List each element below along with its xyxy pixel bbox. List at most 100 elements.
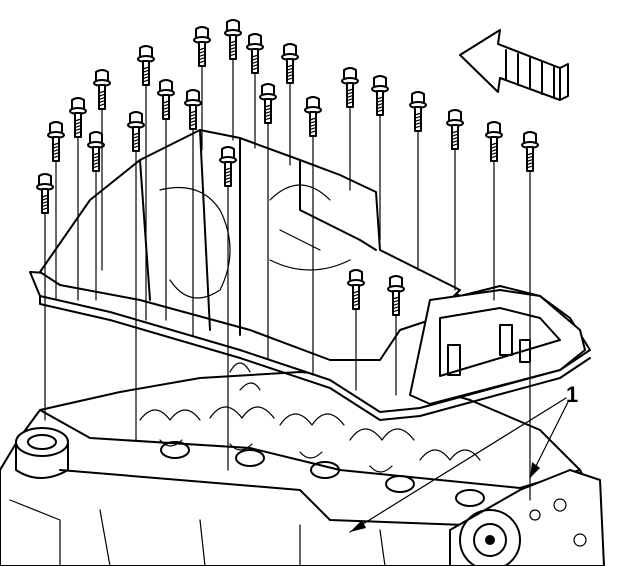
- bolt-thread: [376, 102, 384, 107]
- bolt-thread: [264, 117, 272, 121]
- bolt-thread: [162, 100, 170, 104]
- bolt-thread: [451, 140, 459, 144]
- bolt: [193, 26, 211, 151]
- bolt-thread: [189, 116, 197, 121]
- bolt-thread: [142, 72, 150, 77]
- bolt-thread: [142, 66, 150, 70]
- bolt-thread: [346, 88, 354, 92]
- bolt-thread: [224, 177, 232, 181]
- bolt-thread: [352, 300, 360, 304]
- bolt-thread: [309, 123, 317, 128]
- bolt: [47, 121, 65, 301]
- bolt-thread: [352, 290, 360, 294]
- bolt-thread: [132, 138, 140, 142]
- bolt-thread: [392, 296, 400, 300]
- bolt: [485, 121, 503, 301]
- bolt-thread: [98, 99, 106, 104]
- bolt-thread: [92, 158, 100, 162]
- bolt-thread: [229, 46, 237, 51]
- bolt-thread: [376, 105, 384, 110]
- bolt: [304, 96, 322, 376]
- callout-label-1: 1: [566, 382, 578, 407]
- bolt-thread: [92, 162, 100, 166]
- bolt-thread: [132, 145, 140, 149]
- bolt: [521, 131, 539, 501]
- bolt-thread: [451, 133, 459, 137]
- bolt-thread: [490, 142, 498, 146]
- bolt-thread: [286, 73, 294, 78]
- bolt-thread: [92, 165, 100, 169]
- bolt-thread: [526, 158, 534, 162]
- bolt-thread: [376, 99, 384, 103]
- bolt-thread: [162, 106, 170, 111]
- bolt-thread: [224, 170, 232, 174]
- bolt-thread: [376, 109, 384, 113]
- bolt-thread: [229, 40, 237, 44]
- bolt-thread: [286, 70, 294, 75]
- bolt-thread: [198, 53, 206, 58]
- bolt-thread: [41, 207, 49, 211]
- bolt-thread: [490, 152, 498, 156]
- bolt-thread: [414, 115, 422, 119]
- bolt: [219, 146, 237, 471]
- bolt-thread: [224, 167, 232, 171]
- bolt-thread: [52, 145, 60, 149]
- bolt-thread: [74, 121, 82, 125]
- bolt-thread: [98, 96, 106, 101]
- bolt-thread: [198, 60, 206, 64]
- bolt-thread: [92, 155, 100, 159]
- bolt-thread: [286, 67, 294, 71]
- bolt-thread: [264, 110, 272, 115]
- bolt-thread: [392, 306, 400, 310]
- bolt: [184, 89, 202, 336]
- bolt-thread: [189, 113, 197, 117]
- bolt-thread: [309, 126, 317, 131]
- cam-sprocket-end: [449, 469, 605, 566]
- bolt-thread: [451, 136, 459, 140]
- bolt-thread: [74, 131, 82, 135]
- bolt-thread: [251, 57, 259, 61]
- bolt-thread: [526, 162, 534, 166]
- bolt: [446, 109, 464, 291]
- bolt-thread: [52, 152, 60, 156]
- bolt-thread: [352, 303, 360, 307]
- bolt: [93, 69, 111, 271]
- leader-line-1a: [349, 397, 567, 533]
- bolt-thread: [198, 56, 206, 61]
- bolt: [36, 173, 54, 421]
- bolt: [69, 97, 87, 301]
- bolt-thread: [52, 142, 60, 146]
- oil-fill-port: [15, 427, 69, 479]
- bolt: [246, 33, 264, 149]
- bolt-thread: [142, 69, 150, 73]
- bolt: [137, 45, 155, 321]
- bolt-thread: [229, 53, 237, 57]
- bolt-thread: [286, 64, 294, 68]
- bolt-thread: [74, 118, 82, 122]
- bolt-thread: [392, 309, 400, 313]
- cylinder-head: [0, 371, 605, 566]
- bolt-thread: [264, 113, 272, 118]
- bolt: [127, 111, 145, 441]
- bolt-thread: [414, 121, 422, 126]
- bolt-thread: [41, 197, 49, 201]
- bolt-thread: [132, 142, 140, 146]
- bolt-thread: [229, 43, 237, 47]
- bolt-thread: [264, 104, 272, 108]
- bolt: [371, 75, 389, 241]
- bolt-thread: [264, 107, 272, 111]
- bolt-thread: [74, 124, 82, 129]
- bolt-thread: [52, 155, 60, 159]
- bolt-thread: [490, 145, 498, 149]
- front-direction-arrow-icon: [459, 29, 569, 101]
- bolt-thread: [41, 200, 49, 204]
- bolt: [409, 91, 427, 271]
- bolt: [341, 67, 359, 191]
- bolt-thread: [251, 60, 259, 65]
- bolt-thread: [352, 296, 360, 300]
- bolt-thread: [414, 118, 422, 123]
- bolt-thread: [98, 93, 106, 97]
- bolt-thread: [376, 96, 384, 100]
- bolt-thread: [309, 120, 317, 124]
